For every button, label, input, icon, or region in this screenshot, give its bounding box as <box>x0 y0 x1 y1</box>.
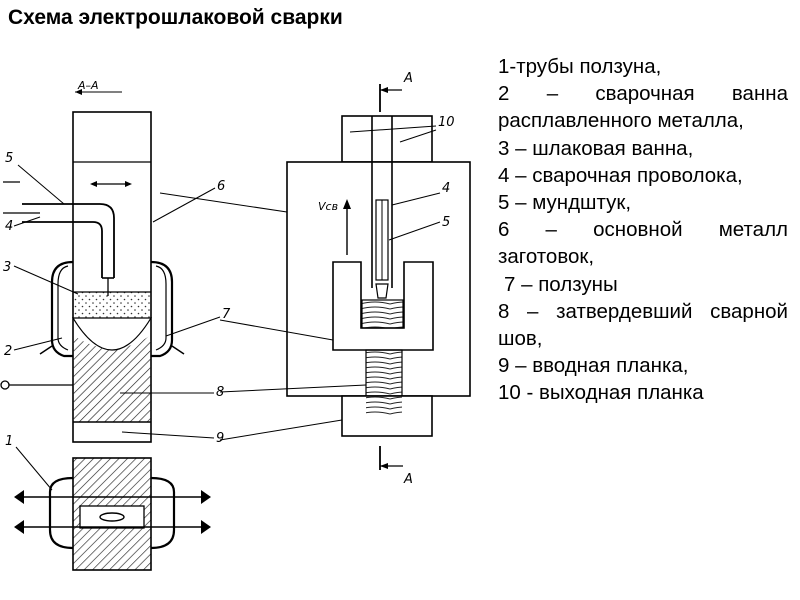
left-section-view <box>0 89 221 571</box>
label-5-right: 5 <box>442 215 450 230</box>
section-label: А–А <box>77 79 99 92</box>
label-3: 3 <box>3 260 11 275</box>
right-front-view <box>159 84 471 470</box>
legend-item: 10 - выходная планка <box>498 381 704 405</box>
legend-item: 6 – основной металл заготовок, <box>498 218 788 269</box>
legend-item: 5 – мундштук, <box>498 191 632 215</box>
label-4-left: 4 <box>5 219 13 234</box>
slide-title: Схема электрошлаковой сварки <box>8 6 343 29</box>
legend-list: 1-трубы ползуна, 2 – сварочная ванна рас… <box>498 53 788 407</box>
label-9: 9 <box>216 431 224 446</box>
section-mark-top: А <box>403 71 413 86</box>
legend-item: 2 – сварочная ванна расплавленного метал… <box>498 82 788 133</box>
label-1: 1 <box>5 434 13 449</box>
label-5-left: 5 <box>5 151 13 166</box>
label-6: 6 <box>217 179 225 194</box>
section-mark-bottom: А <box>403 472 413 487</box>
label-10: 10 <box>438 115 455 130</box>
label-4-right: 4 <box>442 181 450 196</box>
legend-item: 1-трубы ползуна, <box>498 55 662 78</box>
legend-item: 8 – затвердевший сварной шов, <box>498 299 788 351</box>
legend-item: 9 – вводная планка, <box>498 354 689 378</box>
legend-item: 4 – сварочная проволока, <box>498 163 743 187</box>
label-7: 7 <box>222 307 231 322</box>
velocity-label: Vсв <box>318 200 338 213</box>
label-8: 8 <box>216 385 224 400</box>
label-2: 2 <box>4 344 12 359</box>
legend-item: 3 – шлаковая ванна, <box>498 136 694 160</box>
legend-item: 7 – ползуны <box>504 272 618 296</box>
